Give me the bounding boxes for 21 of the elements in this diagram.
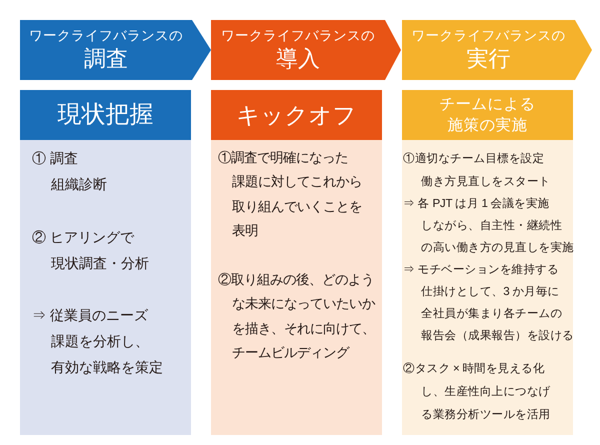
step-card [402,90,573,435]
list-item: ⇒ 各 PJT は月 1 会議を実施しながら、自主性・継続性の高い働き方の見直しを実施 [403,196,574,256]
list-item: ①調査で明確になった課題に対してこれから取り組んでいくことを表明 [218,149,362,240]
list-item: ⇒ モチベーションを維持する仕掛けとして、3 か月毎に全社員が集まり各チームの報告会（成果報告）を設ける [403,262,574,344]
banner-subtitle: ワークライフバランスの [410,27,566,45]
list-item: ②取り組みの後、どのような未来になっていたいかを描き、それに向けて、チームビルディング [218,271,375,362]
card-header: 現状把握 [20,90,191,140]
step-card [20,90,191,435]
banner-title: 実行 [466,45,512,73]
list-item: ② ヒアリングで現状調査・分析 [32,228,149,273]
list-item: ②タスク × 時間を見える化し、生産性向上につなげる業務分析ツールを活用 [403,361,550,423]
banner-title: 導入 [275,45,321,73]
list-item: ①適切なチーム目標を設定働き方見直しをスタート [403,151,550,190]
step-card [211,90,382,435]
banner-subtitle: ワークライフバランスの [220,27,376,45]
banner-title: 調査 [83,45,129,73]
banner-subtitle: ワークライフバランスの [28,27,184,45]
list-item: ⇒ 従業員のニーズ課題を分析し、有効な戦略を策定 [32,306,163,377]
card-header: キックオフ [211,90,382,140]
list-item: ① 調査組織診断 [32,149,107,194]
card-header: チームによる施策の実施 [402,90,573,140]
